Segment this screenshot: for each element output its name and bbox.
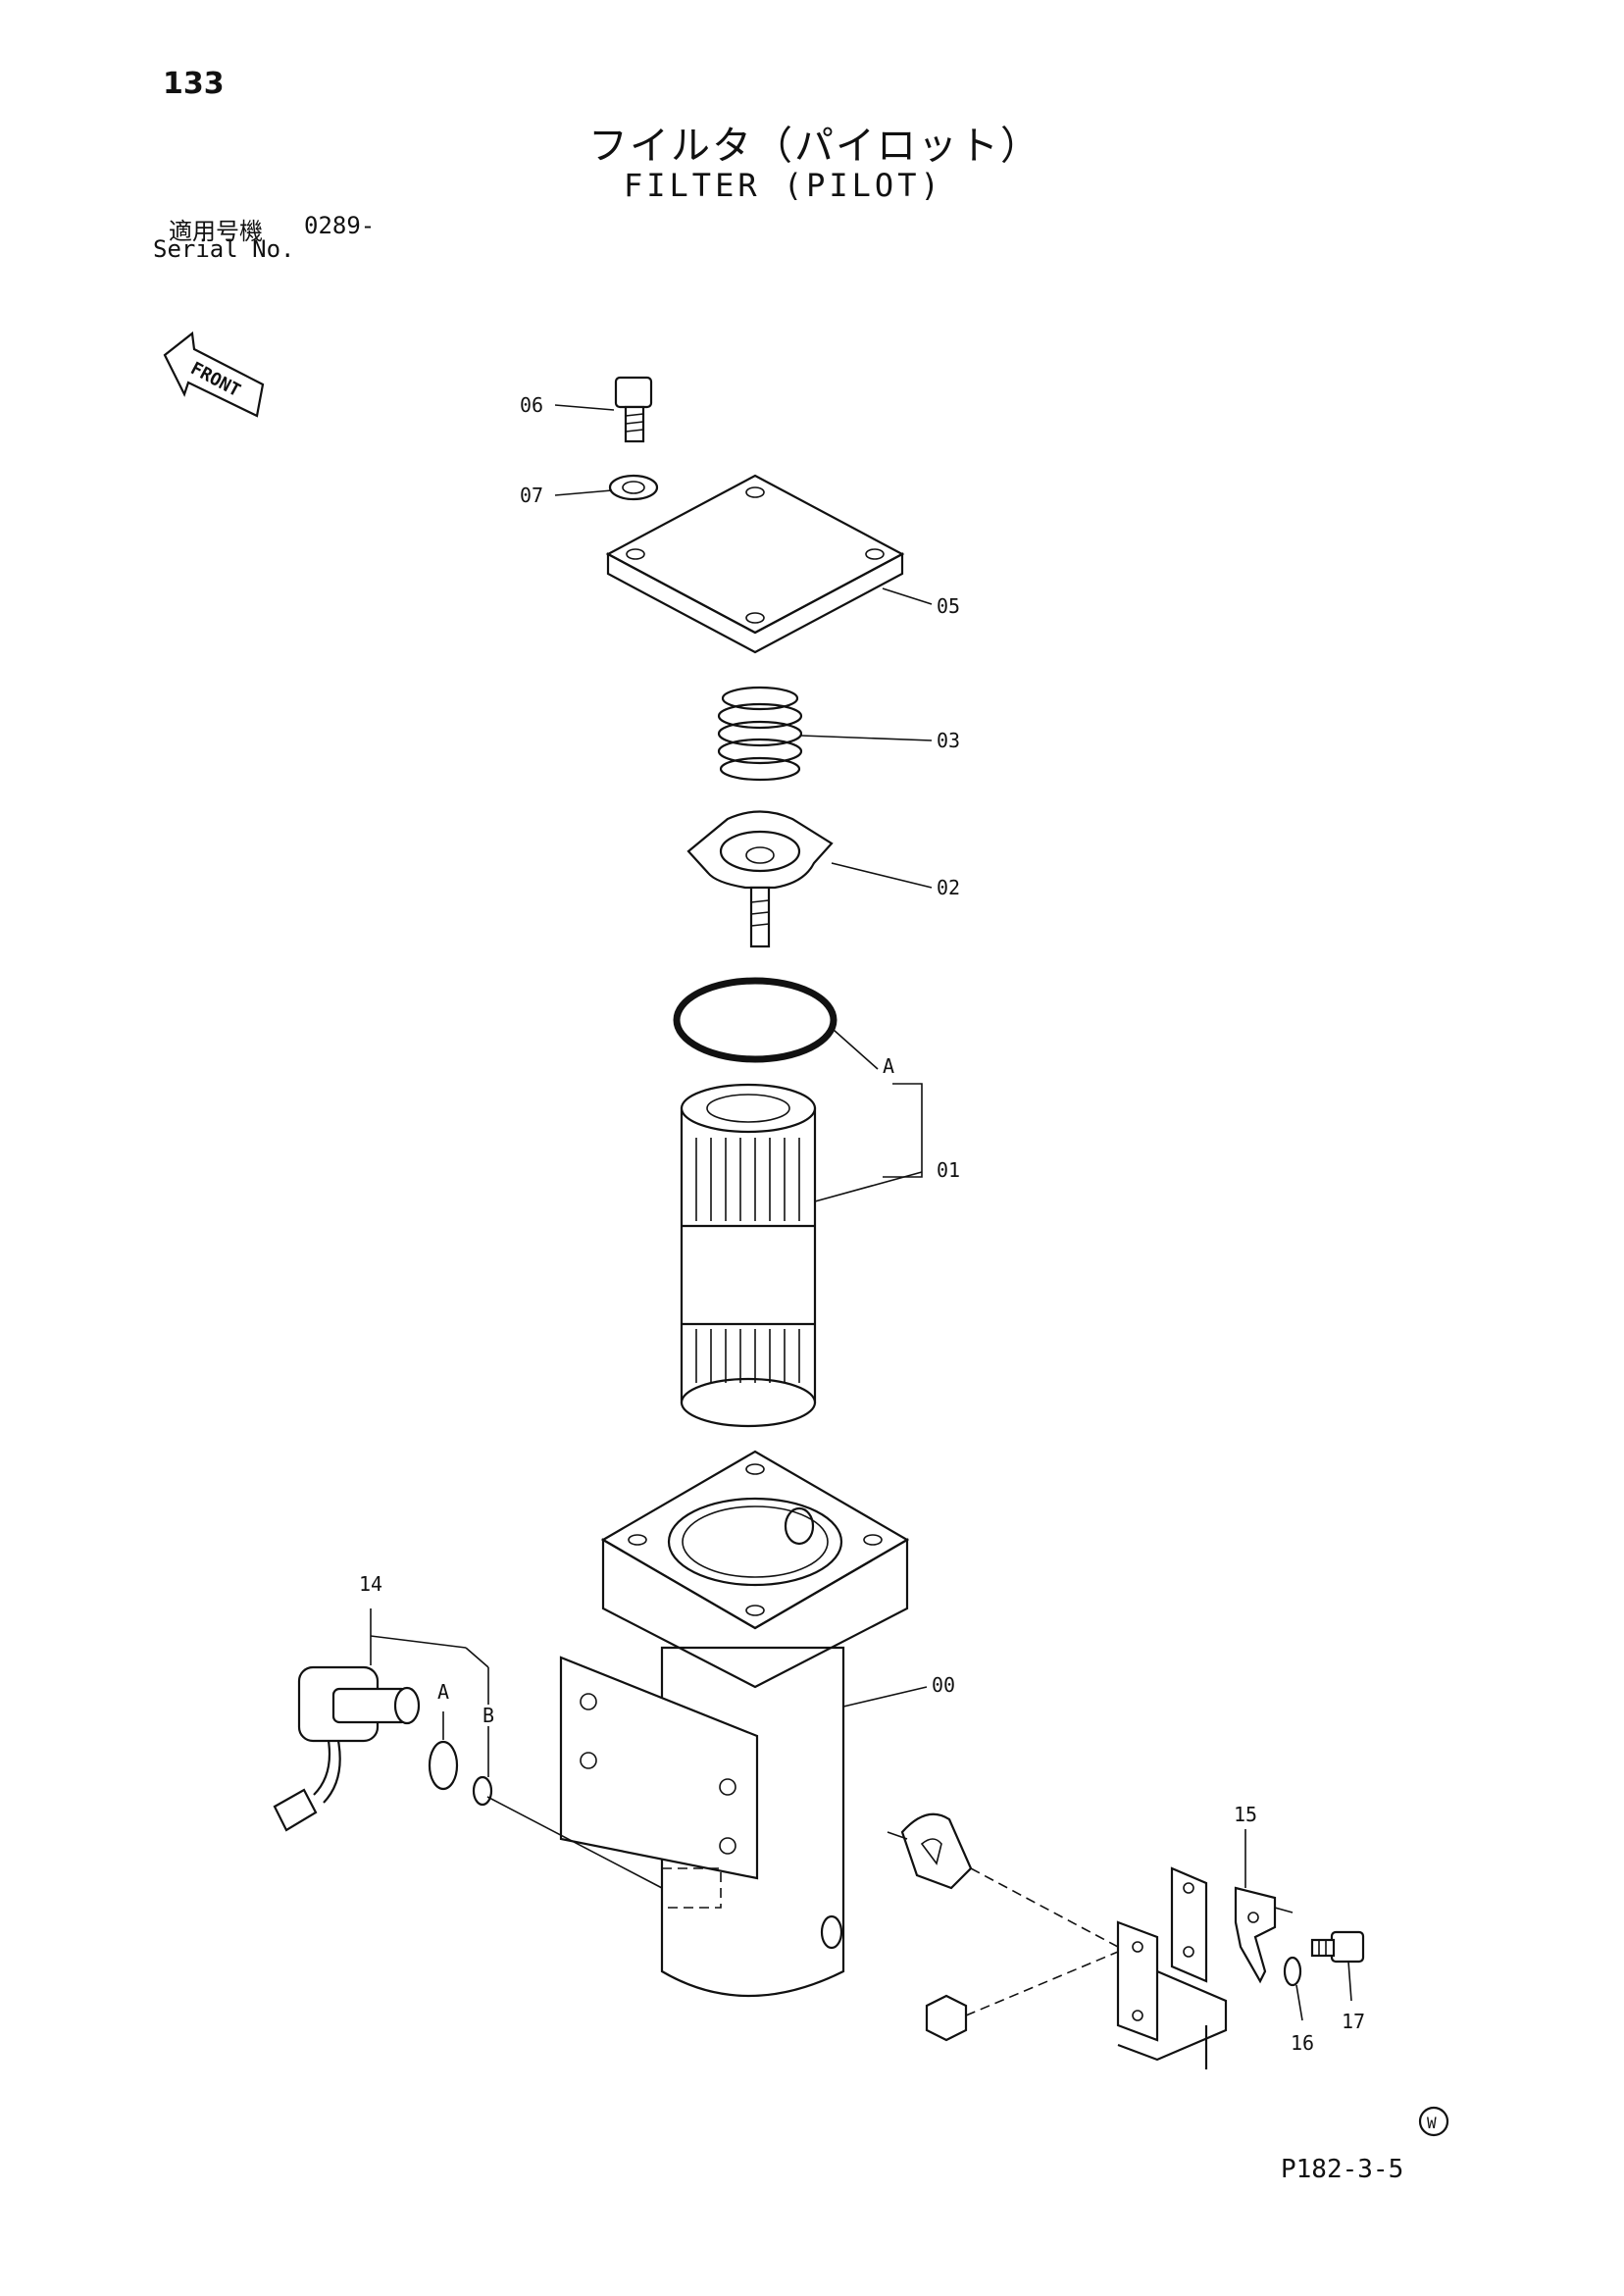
o-ring-a-small [428,1740,459,1791]
callout-05: 05 [937,594,960,618]
reference-code: P182-3-5 [1281,2155,1404,2184]
pressure-sensor-14 [273,1665,421,1832]
callout-17: 17 [1342,2010,1365,2033]
title-english: FILTER (PILOT) [624,167,943,204]
callout-15: 15 [1234,1803,1257,1826]
w-mark-label: W [1427,2114,1437,2132]
cover-plate-05 [605,474,905,654]
front-arrow-icon: FRONT [163,331,265,418]
o-ring-a [673,977,837,1063]
serial-label-english: Serial No. [153,235,295,263]
bolt-17 [1310,1930,1365,1964]
callout-b: B [482,1704,494,1727]
callout-16: 16 [1291,2031,1314,2055]
page-number: 133 [163,67,225,101]
callout-a-upper: A [883,1054,894,1078]
o-ring-b [472,1775,493,1807]
valve-plate-02 [686,810,834,948]
serial-number-value: 0289- [304,212,376,239]
callout-01: 01 [937,1158,960,1182]
mount-block [887,1812,1119,1948]
spring-03 [717,686,803,782]
washer-16 [1283,1956,1302,1987]
nut [925,1951,1119,2042]
title-japanese: フイルタ（パイロット） [588,124,1041,169]
callout-07: 07 [520,484,543,507]
serial-label-japanese: 適用号機 [169,218,263,245]
w-mark-icon: W [1418,2106,1449,2137]
callout-a-lower: A [437,1680,449,1704]
callout-14: 14 [359,1572,382,1596]
clamp-15 [1234,1886,1294,1984]
bracket-assembly [1116,1866,1228,2069]
washer-07 [608,474,659,501]
bolt-06 [614,376,653,443]
callout-00: 00 [932,1673,955,1697]
callout-03: 03 [937,729,960,752]
callout-02: 02 [937,876,960,899]
filter-element-01 [680,1083,817,1428]
leader-lines [370,404,1352,2021]
filter-housing-00 [559,1450,910,1997]
callout-06: 06 [520,393,543,417]
